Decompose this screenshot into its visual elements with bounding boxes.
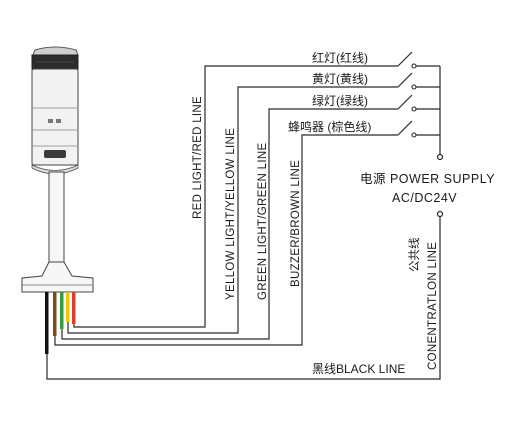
yellow-line-label: YELLOW LIGHT/YELLOW LINE (225, 128, 237, 300)
green-line-wire (61, 108, 398, 340)
lamp-pole (48, 171, 65, 263)
green-lead (60, 292, 64, 329)
red-light-label-cn: 红灯(红线) (312, 50, 368, 65)
brown-line-label: BUZZER/BROWN LINE (290, 160, 302, 287)
circuit-wires (46, 51, 444, 380)
common-line-label-cn: 公共线 (407, 237, 421, 272)
red-switch (397, 51, 440, 69)
lead-wires (45, 292, 76, 354)
red-line-wire (73, 65, 398, 328)
brown-lead (53, 292, 57, 336)
brown-line-wire (54, 134, 398, 346)
yellow-light-label-cn: 黄灯(黄线) (312, 72, 368, 86)
red-line-label: RED LIGHT/RED LINE (192, 96, 204, 219)
power-supply-label: 电源 POWER SUPPLY (360, 172, 495, 186)
black-line-wire (46, 216, 441, 380)
black-lead (45, 292, 49, 354)
lamp-top-cap (32, 46, 79, 56)
lamp-mount-base (21, 261, 94, 293)
yellow-lead (66, 292, 70, 322)
green-line-label: GREEN LIGHT/GREEN LINE (257, 143, 269, 300)
voltage-label: AC/DC24V (392, 191, 457, 205)
red-lead (72, 292, 76, 324)
buzzer-switch (397, 120, 440, 138)
lamp-body (31, 68, 79, 166)
lamp-slot (44, 150, 66, 158)
common-terminal (436, 210, 444, 218)
common-line-label-en: CONENTRATLON LINE (427, 242, 439, 370)
tower-lamp (21, 46, 94, 293)
green-switch (397, 94, 440, 112)
yellow-line-wire (67, 86, 398, 334)
black-line-label: 黑线BLACK LINE (312, 362, 405, 376)
yellow-switch (397, 72, 440, 90)
green-light-label-cn: 绿灯(绿线) (312, 93, 368, 108)
buzzer-label-cn: 蜂鸣器 (棕色线) (288, 119, 371, 134)
power-terminal (436, 153, 444, 161)
